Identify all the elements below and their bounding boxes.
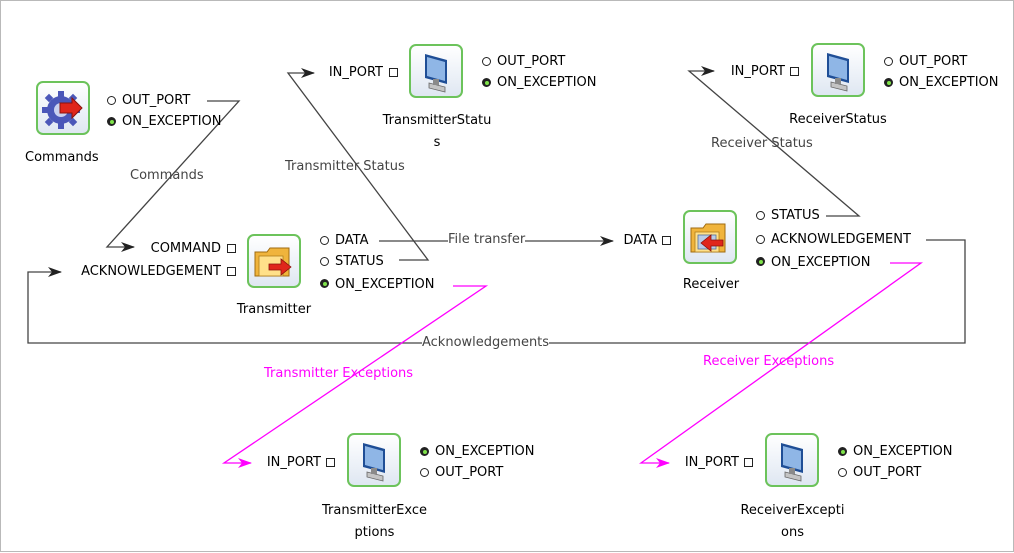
transmitter-status-out-port-label: OUT_PORT [497,54,566,69]
connection-label-receiver-status: Receiver Status [711,136,813,151]
transmitter-exceptions-on-exception-connector[interactable] [420,447,429,456]
receiver-acknowledgement-out-port-label: ACKNOWLEDGEMENT [771,232,911,247]
transmitter-exceptions-out-port-connector[interactable] [420,468,429,477]
receiver-exceptions-on-exception-connector[interactable] [838,447,847,456]
wire-transmitter-exceptions[interactable] [221,285,489,468]
transmitter-exceptions-node-label-line1: TransmitterExce [322,503,427,518]
receiver-status-node-label: ReceiverStatus [789,112,887,127]
transmitter-on-exception-connector[interactable] [320,279,329,288]
connection-label-file-transfer: File transfer [448,232,526,247]
transmitter-data-out-port-connector[interactable] [320,236,329,245]
connection-label-transmitter-exceptions: Transmitter Exceptions [264,366,414,381]
receiver-exceptions-out-port-connector[interactable] [838,468,847,477]
commands-out-port-label: OUT_PORT [122,93,191,108]
receiver-exceptions-in-port-label: IN_PORT [684,455,739,470]
commands-on-exception-label: ON_EXCEPTION [122,114,222,129]
transmitter-data-out-port-label: DATA [335,233,369,248]
transmitter-status-node-label-line1: TransmitterStatu [382,113,492,128]
receiver-node[interactable] [683,210,737,264]
receiver-status-out-port-label: OUT_PORT [899,54,968,69]
transmitter-command-in-port-label: COMMAND [150,241,221,256]
receiver-exceptions-on-exception-label: ON_EXCEPTION [853,444,953,459]
folder-send-icon [254,247,292,277]
receiver-on-exception-label: ON_EXCEPTION [771,255,871,270]
receiver-data-in-port-label: DATA [623,233,658,248]
receiver-exceptions-node-label-line2: ons [781,525,804,540]
connection-label-commands: Commands [130,168,204,183]
transmitter-exceptions-node[interactable] [347,433,401,487]
transmitter-exceptions-node-label-line2: ptions [354,525,395,540]
receiver-data-in-port-connector[interactable] [662,236,671,245]
wire-commands[interactable] [105,100,241,252]
receiver-on-exception-connector[interactable] [756,257,765,266]
receiver-status-in-port-connector[interactable] [790,67,799,76]
transmitter-status-out-port-label: STATUS [335,254,384,269]
receiver-status-node[interactable] [811,43,865,97]
receiver-status-out-port-label: STATUS [771,208,820,223]
transmitter-node[interactable] [247,234,301,288]
receiver-status-on-exception-label: ON_EXCEPTION [899,75,999,90]
gear-icon [42,91,83,129]
transmitter-acknowledgement-in-port-connector[interactable] [227,267,236,276]
transmitter-status-on-exception-label: ON_EXCEPTION [497,75,597,90]
transmitter-status-node[interactable] [409,44,463,98]
commands-node[interactable] [36,81,90,135]
commands-node-label: Commands [25,150,99,165]
transmitter-status-in-port-connector[interactable] [389,68,398,77]
commands-out-port-connector[interactable] [107,96,116,105]
transmitter-acknowledgement-in-port-label: ACKNOWLEDGEMENT [81,264,221,279]
monitor-icon [363,443,385,482]
receiver-acknowledgement-out-port-connector[interactable] [756,235,765,244]
transmitter-status-out-port-connector[interactable] [320,257,329,266]
transmitter-status-node-label-line2: s [433,135,441,150]
receiver-exceptions-node[interactable] [765,433,819,487]
transmitter-on-exception-label: ON_EXCEPTION [335,277,435,292]
receiver-status-out-port-connector[interactable] [756,211,765,220]
receiver-exceptions-in-port-connector[interactable] [744,458,753,467]
transmitter-exceptions-out-port-label: OUT_PORT [435,465,504,480]
monitor-icon [425,54,447,93]
receiver-status-out-port-connector[interactable] [884,57,893,66]
receiver-node-label: Receiver [682,277,740,292]
monitor-icon [827,53,849,92]
transmitter-node-label: Transmitter [236,302,312,317]
wire-receiver-exceptions[interactable] [638,262,924,468]
transmitter-status-in-port-label: IN_PORT [328,65,383,80]
connection-label-transmitter-status: Transmitter Status [285,159,405,174]
wire-transmitter-status[interactable] [286,68,430,261]
transmitter-status-on-exception-connector[interactable] [482,78,491,87]
connection-label-receiver-exceptions: Receiver Exceptions [703,354,835,369]
receiver-status-on-exception-connector[interactable] [884,78,893,87]
transmitter-exceptions-on-exception-label: ON_EXCEPTION [435,444,535,459]
connection-label-acknowledgements: Acknowledgements [422,335,550,350]
receiver-exceptions-out-port-label: OUT_PORT [853,465,922,480]
transmitter-exceptions-in-port-connector[interactable] [326,458,335,467]
receiver-exceptions-node-label-line1: ReceiverExcepti [740,503,845,518]
transmitter-exceptions-in-port-label: IN_PORT [266,455,321,470]
receiver-status-in-port-label: IN_PORT [730,64,785,79]
folder-receive-icon [690,223,726,253]
transmitter-status-out-port-connector[interactable] [482,57,491,66]
transmitter-command-in-port-connector[interactable] [227,244,236,253]
wire-receiver-status[interactable] [687,66,861,217]
monitor-icon [781,443,803,482]
commands-on-exception-connector[interactable] [107,117,116,126]
